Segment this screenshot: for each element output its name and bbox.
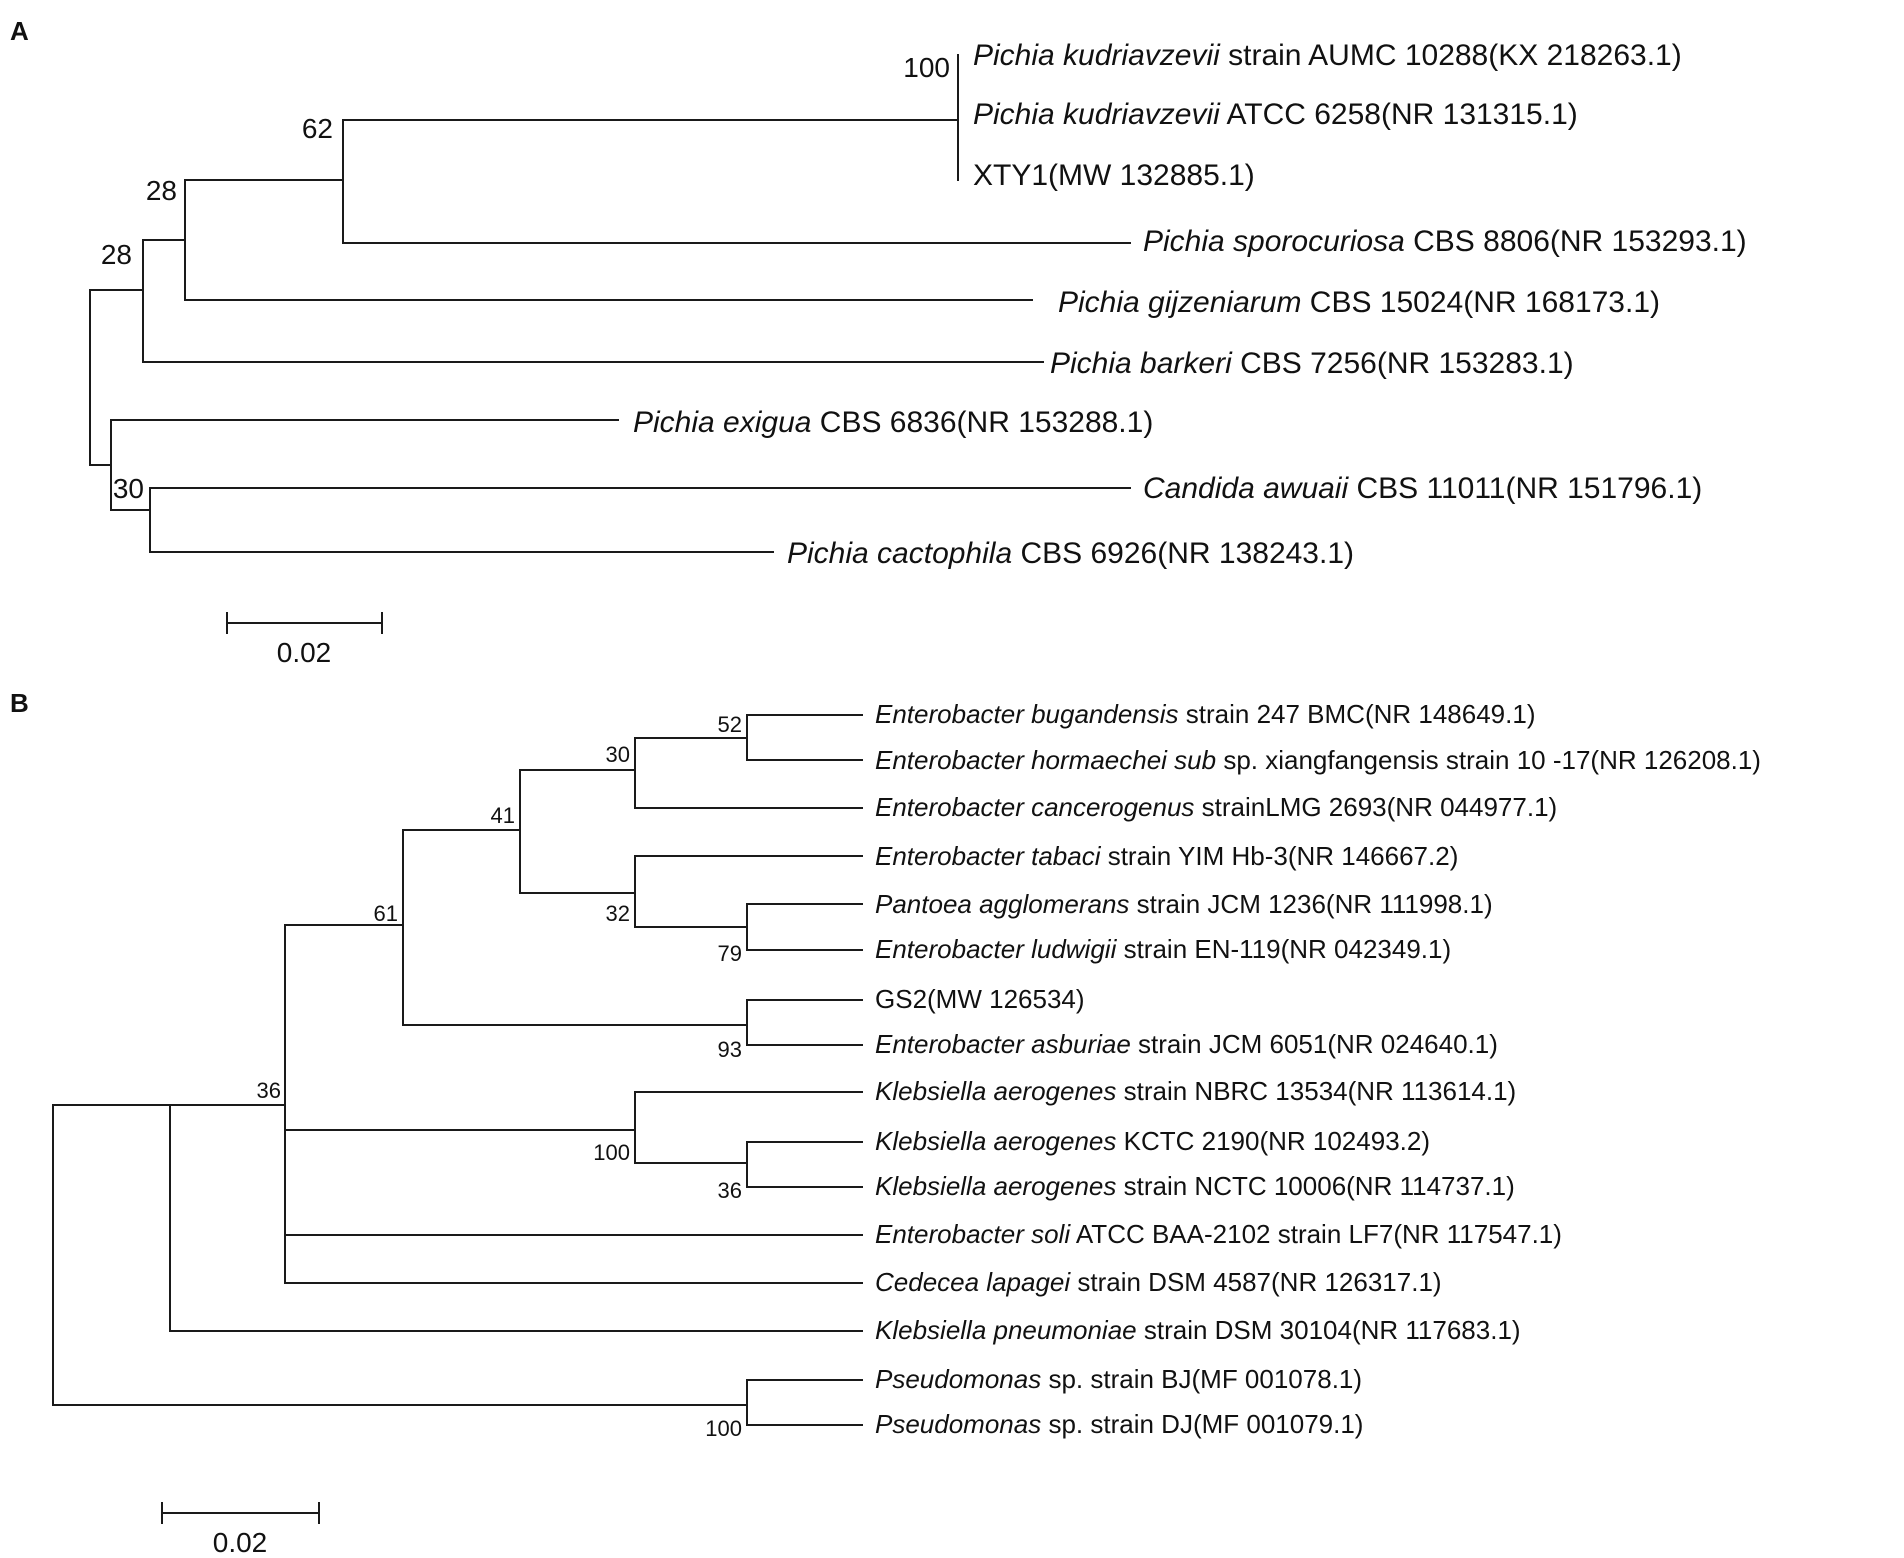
tip-label: Pichia barkeri CBS 7256(NR 153283.1) — [1050, 347, 1574, 380]
bootstrap-value: 79 — [718, 941, 742, 966]
tip-label: XTY1(MW 132885.1) — [973, 159, 1255, 192]
bootstrap-value: 30 — [606, 742, 630, 767]
bootstrap-value: 62 — [302, 113, 333, 144]
tip-label: Pseudomonas sp. strain BJ(MF 001078.1) — [875, 1364, 1362, 1394]
panel-a-tip-labels: Pichia kudriavzevii strain AUMC 10288(KX… — [633, 39, 1747, 570]
tip-label: Klebsiella pneumoniae strain DSM 30104(N… — [875, 1315, 1521, 1345]
tip-label: Candida awuaii CBS 11011(NR 151796.1) — [1143, 472, 1702, 505]
panel-b-bootstrap-values: 52 30 41 32 79 93 61 100 36 36 100 — [257, 712, 742, 1441]
tip-label: Enterobacter cancerogenus strainLMG 2693… — [875, 792, 1557, 822]
tip-label: Enterobacter asburiae strain JCM 6051(NR… — [875, 1029, 1498, 1059]
scale-bar-line — [226, 612, 383, 634]
tip-label: Klebsiella aerogenes KCTC 2190(NR 102493… — [875, 1126, 1430, 1156]
tip-label: Pichia kudriavzevii ATCC 6258(NR 131315.… — [973, 98, 1578, 131]
bootstrap-value: 28 — [101, 239, 132, 270]
tip-label: Enterobacter soli ATCC BAA-2102 strain L… — [875, 1219, 1562, 1249]
tip-label: GS2(MW 126534) — [875, 984, 1085, 1014]
panel-a: A Pichia kudriavzevii s — [10, 16, 1747, 668]
bootstrap-value: 36 — [718, 1178, 742, 1203]
bootstrap-value: 28 — [146, 175, 177, 206]
panel-b-scale-bar: 0.02 — [161, 1502, 320, 1558]
bootstrap-value: 41 — [491, 803, 515, 828]
tip-label: Cedecea lapagei strain DSM 4587(NR 12631… — [875, 1267, 1442, 1297]
bootstrap-value: 61 — [374, 901, 398, 926]
tip-label: Klebsiella aerogenes strain NBRC 13534(N… — [875, 1076, 1516, 1106]
panel-b: B — [10, 688, 1761, 1558]
bootstrap-value: 100 — [705, 1416, 742, 1441]
tip-label: Pantoea agglomerans strain JCM 1236(NR 1… — [875, 889, 1493, 919]
tip-label: Pichia gijzeniarum CBS 15024(NR 168173.1… — [1058, 286, 1660, 319]
bootstrap-value: 52 — [718, 712, 742, 737]
panel-letter-a: A — [10, 16, 29, 46]
tip-label: Pseudomonas sp. strain DJ(MF 001079.1) — [875, 1409, 1363, 1439]
tip-label: Enterobacter hormaechei sub sp. xiangfan… — [875, 745, 1761, 775]
tip-label: Enterobacter tabaci strain YIM Hb-3(NR 1… — [875, 841, 1458, 871]
panel-a-branches — [89, 54, 1131, 553]
panel-b-branches — [52, 714, 863, 1426]
panel-letter-b: B — [10, 688, 29, 718]
scale-bar-label: 0.02 — [213, 1527, 268, 1558]
panel-b-tip-labels: Enterobacter bugandensis strain 247 BMC(… — [875, 699, 1761, 1439]
panel-a-scale-bar: 0.02 — [226, 612, 383, 668]
tip-label: Pichia cactophila CBS 6926(NR 138243.1) — [787, 537, 1354, 570]
bootstrap-value: 100 — [903, 52, 950, 83]
bootstrap-value: 32 — [606, 901, 630, 926]
bootstrap-value: 93 — [718, 1037, 742, 1062]
tip-label: Pichia kudriavzevii strain AUMC 10288(KX… — [973, 39, 1682, 72]
scale-bar-label: 0.02 — [277, 637, 332, 668]
tip-label: Pichia sporocuriosa CBS 8806(NR 153293.1… — [1143, 225, 1747, 258]
tip-label: Klebsiella aerogenes strain NCTC 10006(N… — [875, 1171, 1515, 1201]
bootstrap-value: 36 — [257, 1078, 281, 1103]
bootstrap-value: 30 — [113, 473, 144, 504]
panel-a-bootstrap-values: 100 62 28 28 30 — [101, 52, 950, 504]
tip-label: Pichia exigua CBS 6836(NR 153288.1) — [633, 406, 1153, 439]
scale-bar-line — [161, 1502, 320, 1524]
tip-label: Enterobacter bugandensis strain 247 BMC(… — [875, 699, 1536, 729]
tip-label: Enterobacter ludwigii strain EN-119(NR 0… — [875, 934, 1451, 964]
bootstrap-value: 100 — [593, 1140, 630, 1165]
